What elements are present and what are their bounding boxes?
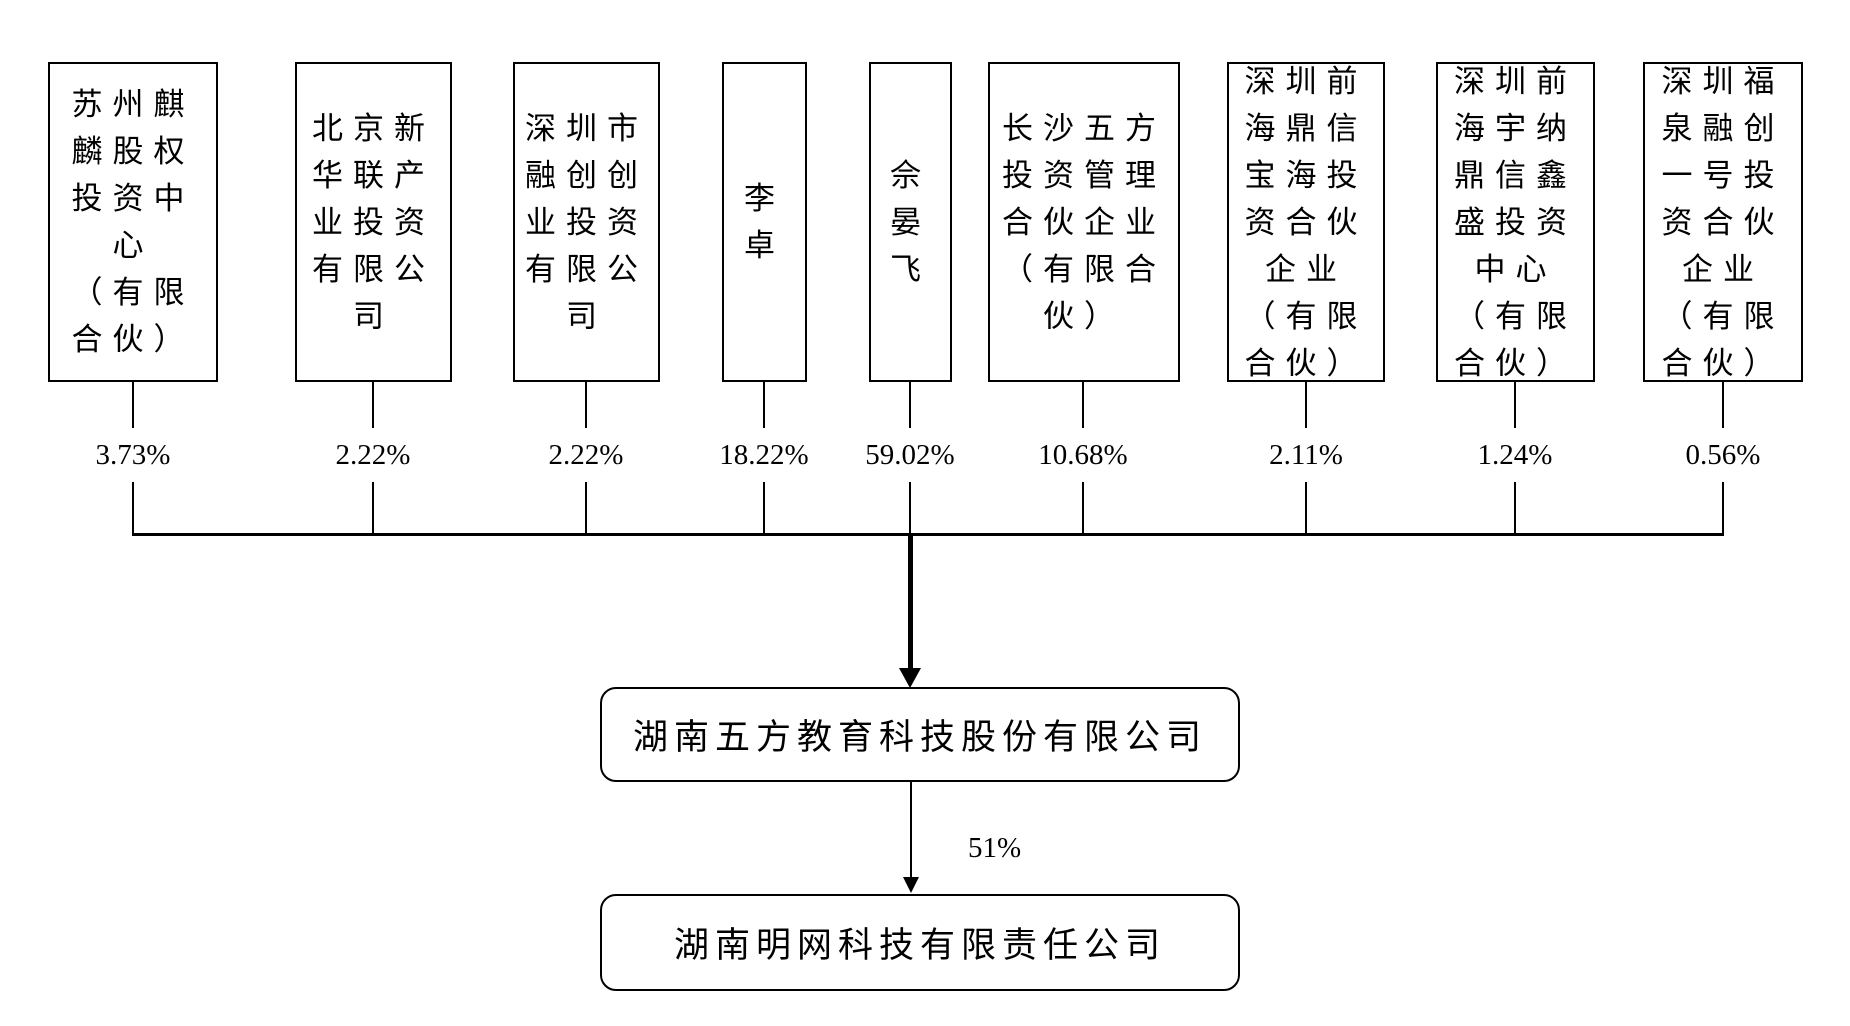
arrow-head-icon xyxy=(899,668,921,688)
shareholder-box-she-yanfei: 佘 晏 飞 xyxy=(869,62,952,382)
shareholder-name: 李 卓 xyxy=(744,181,785,263)
shareholder-box-shenzhen-fuquan: 深圳福 泉融创 一号投 资合伙 企业 （有限 合伙） xyxy=(1643,62,1803,382)
shareholder-name: 北京新 华联产 业投资 有限公 司 xyxy=(312,110,435,334)
shareholder-name: 深圳前 海鼎信 宝海投 资合伙 企业 （有限 合伙） xyxy=(1244,63,1368,381)
shareholder-name: 苏州麒 麟股权 投资中 心 （有限 合伙） xyxy=(71,87,195,357)
company-box-parent: 湖南五方教育科技股份有限公司 xyxy=(600,687,1240,782)
arrow-head-icon xyxy=(903,877,919,893)
ownership-percent-label: 1.24% xyxy=(1440,428,1590,482)
subsidiary-arrow xyxy=(910,782,912,878)
shareholder-box-suzhou-qilin: 苏州麒 麟股权 投资中 心 （有限 合伙） xyxy=(48,62,218,382)
shareholder-name: 深圳前 海宇纳 鼎信鑫 盛投资 中心 （有限 合伙） xyxy=(1454,63,1577,381)
ownership-percent-label: 2.22% xyxy=(298,428,448,482)
subsidiary-name: 湖南明网科技有限责任公司 xyxy=(673,926,1166,965)
shareholder-name: 深圳市 融创创 业投资 有限公 司 xyxy=(525,110,648,334)
shareholder-name: 深圳福 泉融创 一号投 资合伙 企业 （有限 合伙） xyxy=(1661,63,1785,381)
ownership-percent-label: 2.11% xyxy=(1231,428,1381,482)
ownership-percent-label: 0.56% xyxy=(1648,428,1798,482)
shareholder-box-changsha-wufang: 长沙五方 投资管理 合伙企业 （有限合 伙） xyxy=(988,62,1180,382)
ownership-percent-label: 2.22% xyxy=(511,428,661,482)
connector-bus-line xyxy=(133,533,1723,536)
company-name: 湖南五方教育科技股份有限公司 xyxy=(632,718,1207,757)
ownership-percent-label: 59.02% xyxy=(835,428,985,482)
shareholder-box-shenzhen-rongchuang: 深圳市 融创创 业投资 有限公 司 xyxy=(513,62,660,382)
shareholder-name: 佘 晏 飞 xyxy=(890,157,931,287)
shareholder-box-beijing-xinhualian: 北京新 华联产 业投资 有限公 司 xyxy=(295,62,452,382)
shareholder-box-qianhai-dingxin-baohai: 深圳前 海鼎信 宝海投 资合伙 企业 （有限 合伙） xyxy=(1227,62,1385,382)
ownership-percent-label: 10.68% xyxy=(1008,428,1158,482)
ownership-percent-label: 18.22% xyxy=(689,428,839,482)
shareholder-box-qianhai-yuna-dingxin: 深圳前 海宇纳 鼎信鑫 盛投资 中心 （有限 合伙） xyxy=(1436,62,1595,382)
shareholder-name: 长沙五方 投资管理 合伙企业 （有限合 伙） xyxy=(1002,110,1166,334)
company-box-subsidiary: 湖南明网科技有限责任公司 xyxy=(600,894,1240,991)
shareholder-box-li-zhuo: 李 卓 xyxy=(722,62,807,382)
ownership-percent-label: 3.73% xyxy=(58,428,208,482)
main-arrow xyxy=(908,533,913,670)
subsidiary-percent-label: 51% xyxy=(968,832,1022,864)
